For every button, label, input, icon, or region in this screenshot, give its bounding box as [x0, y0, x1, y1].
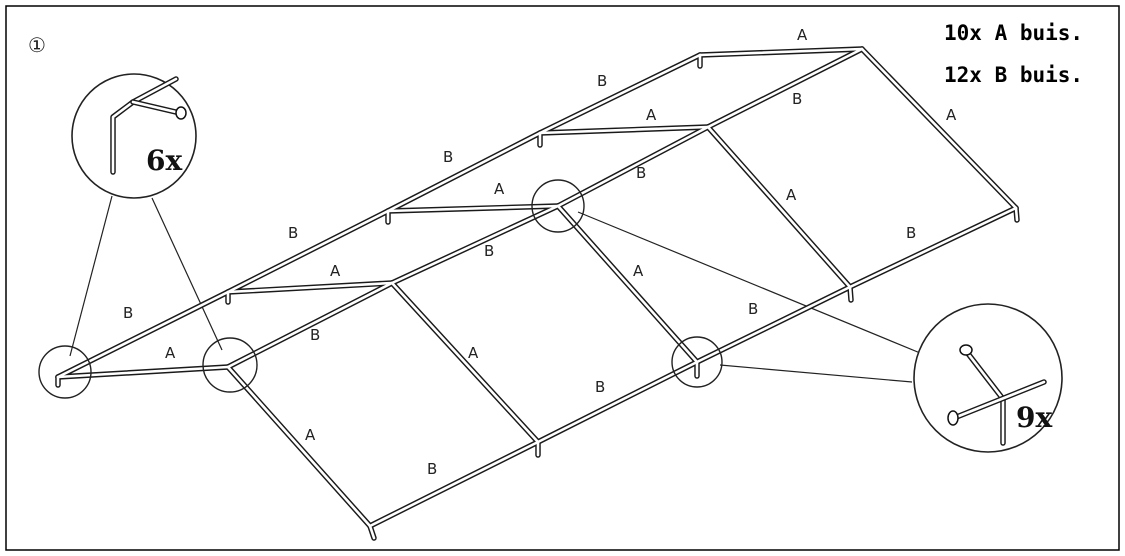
tube-highlight: [536, 360, 699, 444]
tube-highlight: [538, 53, 702, 135]
tube-label-a: A: [786, 186, 797, 204]
tube-highlight: [226, 209, 390, 294]
tube-label-a: A: [330, 262, 341, 280]
tube-label-b: B: [906, 224, 916, 242]
cross-joint-circle: [531, 179, 585, 233]
tube-label-a: A: [797, 26, 808, 44]
diagram-border: [5, 5, 1120, 551]
tube-label-a: A: [165, 344, 176, 362]
detail-leader-lines: [69, 195, 926, 383]
tube-highlight: [368, 440, 540, 528]
tube-label-b: B: [595, 378, 605, 396]
tube-highlight: [386, 204, 560, 213]
tube-highlight: [695, 285, 852, 364]
tube-highlight: [706, 47, 864, 129]
tube-label-b: B: [748, 300, 758, 318]
legend-line-b: 12x B buis.: [944, 63, 1083, 87]
corner-joint-circle: [38, 345, 92, 399]
tube-label-a: A: [946, 106, 957, 124]
tube-label-a: A: [468, 344, 479, 362]
tube-label-a: A: [646, 106, 657, 124]
corner-connector-detail: 6x: [71, 73, 197, 199]
tube-label-b: B: [636, 164, 646, 182]
tube-highlight: [386, 131, 542, 213]
corner-connector-count: 6x: [146, 144, 182, 177]
tube-label-b: B: [484, 242, 494, 260]
tube-label-b: B: [792, 90, 802, 108]
tube-highlight: [56, 290, 230, 379]
step-number: ①: [28, 33, 46, 57]
tube-label-b: B: [310, 326, 320, 344]
tube-labels: A A A A A A A A A A B B B B B B B B B B B B: [123, 26, 957, 478]
tube-highlight: [706, 125, 852, 289]
tube-highlight: [390, 281, 540, 444]
tube-highlight: [848, 206, 1018, 289]
tube-label-a: A: [633, 262, 644, 280]
tube-label-b: B: [597, 72, 607, 90]
cross-joint-circle: [671, 336, 723, 388]
tube-highlight: [226, 365, 372, 528]
tube-highlight: [538, 125, 710, 135]
tube-highlight: [556, 204, 699, 364]
tube-highlight: [390, 204, 560, 285]
tube-label-b: B: [443, 148, 453, 166]
legend-line-a: 10x A buis.: [944, 21, 1083, 45]
tube-label-b: B: [427, 460, 437, 478]
tube-highlight: [860, 47, 1018, 210]
tube-highlight: [226, 281, 394, 369]
tube-highlight: [226, 281, 394, 294]
tube-label-a: A: [494, 180, 505, 198]
tube-highlight: [56, 365, 230, 379]
cross-connector-count: 9x: [1016, 401, 1052, 434]
tube-highlight: [1014, 206, 1019, 222]
tube-label-b: B: [288, 224, 298, 242]
cross-connector-detail: 9x: [913, 303, 1063, 453]
tube-highlight: [556, 125, 710, 208]
tube-highlight: [368, 524, 376, 540]
tube-label-a: A: [305, 426, 316, 444]
corner-joint-circle: [202, 337, 258, 393]
frame-tubes: [55, 46, 1020, 541]
tube-highlight: [848, 285, 853, 302]
tube-highlight: [698, 47, 864, 57]
tube-label-b: B: [123, 304, 133, 322]
